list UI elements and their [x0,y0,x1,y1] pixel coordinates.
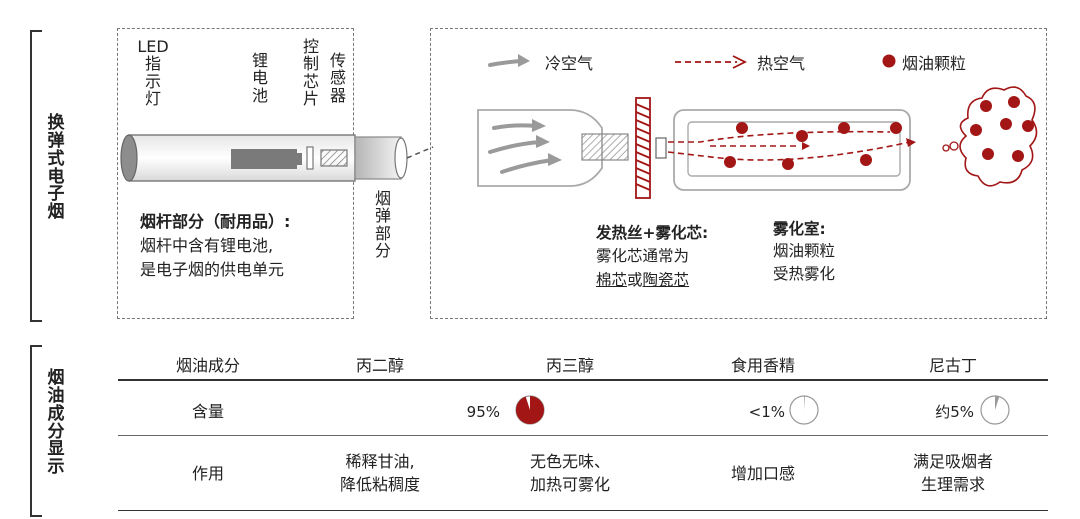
device-illustration [120,134,434,182]
coil-option-cotton: 棉芯 [596,270,628,289]
table-header-nicotine: 尼古丁 [928,356,977,375]
sensor-label: 传 感 器 [329,51,346,105]
rod-desc-line-2: 是电子烟的供电单元 [140,260,285,279]
chip-shape [306,146,314,170]
pie-slice [995,396,1000,410]
cold-air-arrow-icon [488,54,530,67]
table-top-rule [118,379,1048,381]
battery-label: 锂 电 池 [251,51,268,105]
chamber-outer [673,109,911,191]
cold-air-legend: 冷空气 [545,54,594,73]
vg-function: 无色无味、 加热可雾化 [529,452,610,495]
coil-line-1: 雾化芯通常为 [596,247,690,266]
content-row-label: 含量 [191,402,224,421]
table-bottom-rule [118,510,1048,511]
table-header-pg: 丙二醇 [355,356,404,375]
table-header-vg: 丙三醇 [545,356,594,375]
top-section-label: 换 弹 式 电 子 烟 [47,113,65,223]
coil-title: 发热丝+雾化芯: [596,224,709,242]
flavor-function: 增加口感 [730,464,795,483]
chip-label: 控 制 芯 片 [302,37,319,108]
cold-air-arrows [488,123,554,174]
bottom-section-label: 烟 油 成 分 显 示 [47,368,65,478]
chamber-line-2: 受热雾化 [773,264,836,283]
coil-or: 或 [627,270,643,289]
coil-description: 发热丝+雾化芯: 雾化芯通常为 棉芯或陶瓷芯 [596,222,766,292]
rod-description: 烟杆部分（耐用品）: 烟杆中含有锂电池, 是电子烟的供电单元 [140,210,350,282]
hot-air-legend: 热空气 [757,54,806,73]
chamber-particles [724,122,902,170]
top-section-bracket [30,30,42,322]
table-middle-rule [118,435,1048,436]
chamber-description: 雾化室: 烟油颗粒 受热雾化 [773,218,893,285]
battery-shape [231,149,302,169]
inlet-housing [477,109,603,187]
chamber-inner [687,121,901,177]
pie-slice [804,396,805,410]
heating-coil [635,97,651,199]
chamber-title: 雾化室: [773,220,826,238]
led-label: LED 指 示 灯 [137,37,169,108]
rod-title: 烟杆部分（耐用品）: [140,212,291,231]
pie-slice [516,396,544,424]
function-row-label: 作用 [191,464,224,483]
nicotine-content-value: 约5% [935,403,974,421]
nicotine-function: 满足吸烟者 生理需求 [912,452,993,495]
sensor-shape [320,149,348,167]
cloud-particles [970,96,1034,162]
chamber-line-1: 烟油颗粒 [773,242,836,261]
table-header-ingredient: 烟油成分 [175,356,240,375]
oil-particle-dot-icon [882,54,896,68]
coil-option-ceramic: 陶瓷芯 [642,270,690,289]
hot-air-arrow-icon [675,55,748,69]
oil-particle-legend: 烟油颗粒 [902,54,967,73]
coil-line-2: 棉芯或陶瓷芯 [596,269,766,292]
rod-desc-line-1: 烟杆中含有锂电池, [140,236,274,255]
table-header-flavor: 食用香精 [730,356,795,375]
mechanism-illustration [477,86,1038,199]
rod-body [120,134,356,182]
connector [655,137,667,159]
pg-vg-content-value: 95% [466,403,500,421]
flavor-content-value: <1% [748,403,785,421]
pod-label: 烟 弹 部 分 [374,189,391,260]
pg-function: 稀释甘油, 降低粘稠度 [339,452,420,495]
wick-block [581,133,629,161]
bottom-section-bracket [30,345,42,517]
pg-vg-pie [515,395,545,425]
pod-shape [354,136,408,180]
flavor-pie [789,395,819,425]
vapor-cloud [959,86,1038,187]
mechanism-dashed-box [430,28,1047,319]
nicotine-pie [980,395,1010,425]
